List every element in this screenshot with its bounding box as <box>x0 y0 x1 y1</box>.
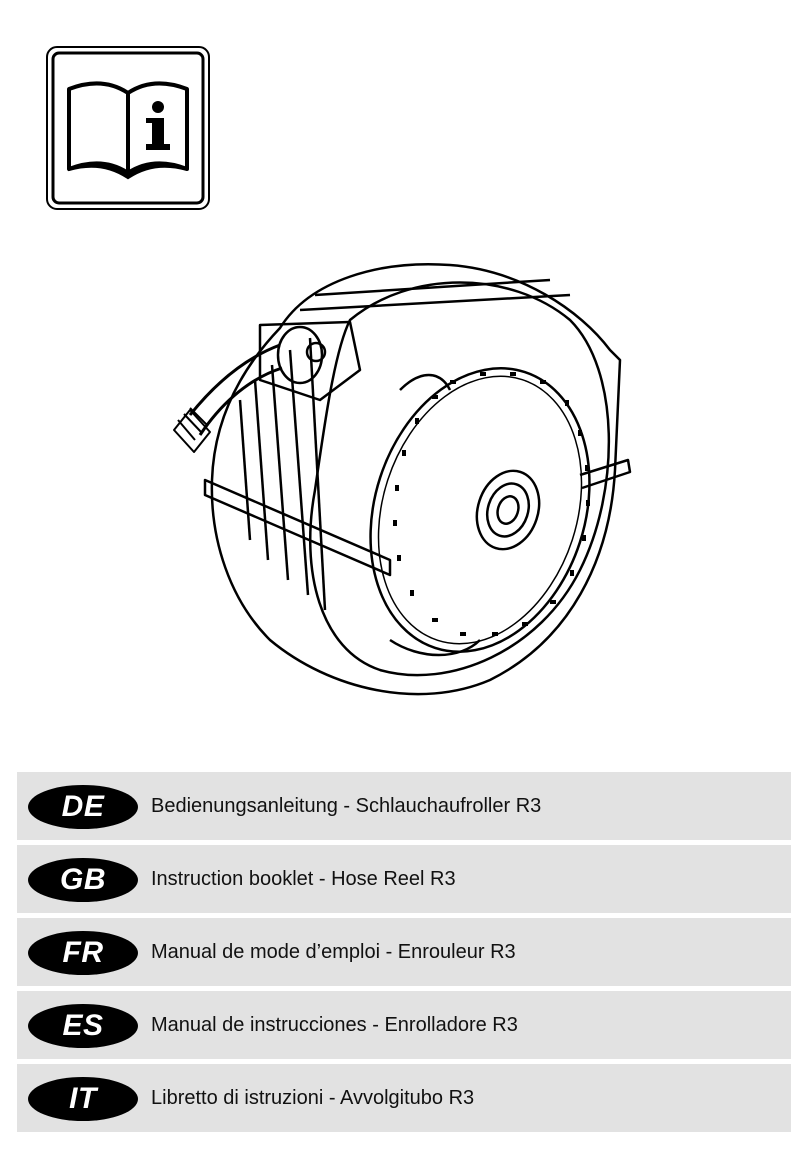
language-badge: GB <box>28 858 138 902</box>
manual-title: Manual de instrucciones - Enrolladore R3 <box>151 1013 518 1036</box>
manual-title: Instruction booklet - Hose Reel R3 <box>151 867 456 890</box>
language-badge: DE <box>28 785 138 829</box>
read-manual-info-icon <box>45 45 211 211</box>
language-row-fr: FR Manual de mode d’emploi - Enrouleur R… <box>17 918 791 986</box>
hose-reel-illustration <box>150 240 650 720</box>
language-row-gb: GB Instruction booklet - Hose Reel R3 <box>17 845 791 913</box>
manual-title: Manual de mode d’emploi - Enrouleur R3 <box>151 940 516 963</box>
language-badge: IT <box>28 1077 138 1121</box>
language-row-es: ES Manual de instrucciones - Enrolladore… <box>17 991 791 1059</box>
language-row-it: IT Libretto di istruzioni - Avvolgitubo … <box>17 1064 791 1132</box>
manual-title: Libretto di istruzioni - Avvolgitubo R3 <box>151 1086 475 1109</box>
language-row-de: DE Bedienungsanleitung - Schlauchaufroll… <box>17 772 791 840</box>
language-list: DE Bedienungsanleitung - Schlauchaufroll… <box>17 772 791 1137</box>
manual-title: Bedienungsanleitung - Schlauchaufroller … <box>151 794 542 817</box>
language-badge: FR <box>28 931 138 975</box>
language-badge: ES <box>28 1004 138 1048</box>
